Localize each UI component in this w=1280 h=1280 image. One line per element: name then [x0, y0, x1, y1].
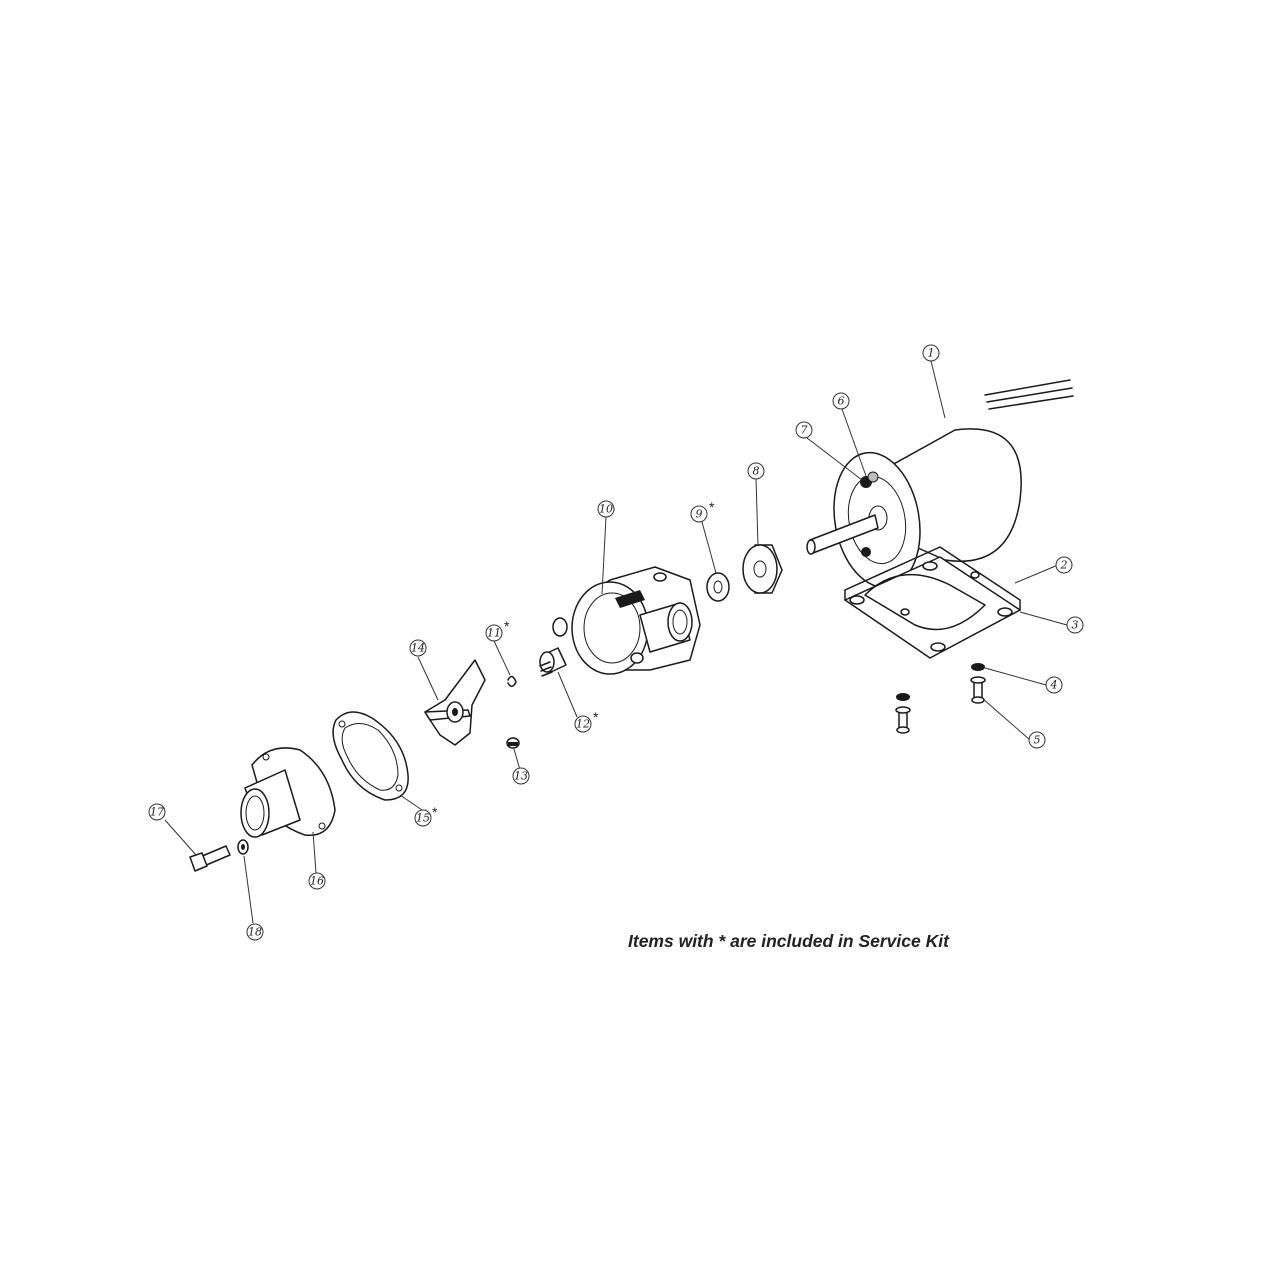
svg-text:5: 5 [1034, 734, 1041, 747]
part-washers-bolts [895, 663, 986, 734]
part-pump-cover [240, 747, 336, 838]
svg-text:*: * [593, 709, 599, 725]
svg-text:10: 10 [599, 503, 613, 516]
callout-4: 4 [1045, 676, 1063, 694]
svg-text:12: 12 [576, 718, 590, 731]
callout-15: 15* [414, 804, 438, 827]
svg-text:18: 18 [248, 926, 262, 939]
svg-text:16: 16 [310, 875, 324, 888]
svg-text:3: 3 [1072, 619, 1079, 632]
svg-text:14: 14 [411, 642, 425, 655]
callout-7: 7 [795, 421, 813, 439]
svg-text:13: 13 [514, 770, 528, 783]
callout-14: 14 [409, 639, 427, 657]
svg-text:6: 6 [838, 395, 845, 408]
callout-16: 16 [308, 872, 326, 890]
svg-text:4: 4 [1050, 679, 1058, 692]
callout-17: 17 [148, 803, 166, 821]
part-spacer [742, 544, 783, 594]
part-impeller [424, 659, 486, 746]
svg-text:9: 9 [696, 508, 703, 521]
svg-text:*: * [504, 618, 510, 634]
svg-text:2: 2 [1060, 559, 1068, 572]
part-clip [507, 675, 517, 687]
part-gasket [332, 711, 409, 801]
svg-text:15: 15 [416, 812, 430, 825]
callout-1: 1 [922, 344, 940, 362]
callout-5: 5 [1028, 731, 1046, 749]
callout-18: 18 [246, 923, 264, 941]
callout-2: 2 [1055, 556, 1073, 574]
part-plug [506, 737, 520, 749]
svg-text:17: 17 [150, 806, 164, 819]
leader-lines [164, 360, 1068, 924]
svg-text:11: 11 [487, 627, 501, 640]
svg-text:1: 1 [928, 347, 935, 360]
part-pump-housing [552, 566, 701, 675]
callout-8: 8 [747, 462, 765, 480]
part-motor [806, 379, 1074, 589]
part-bolt-washer [189, 839, 249, 872]
svg-text:*: * [709, 499, 715, 515]
part-mounting-bracket [844, 546, 1021, 659]
callout-9: 9* [690, 499, 715, 523]
part-cam-screw [539, 647, 567, 677]
svg-text:7: 7 [801, 424, 808, 437]
svg-text:8: 8 [753, 465, 760, 478]
callout-11: 11* [485, 618, 510, 642]
callouts: 1 2 3 4 5 6 7 8 9* 10 11* 12* 13 14 15* … [148, 344, 1084, 941]
service-kit-footnote: Items with * are included in Service Kit [628, 931, 949, 951]
part-seal [706, 572, 730, 602]
callout-12: 12* [574, 709, 599, 733]
callout-13: 13 [512, 767, 530, 785]
callout-6: 6 [832, 392, 850, 410]
callout-3: 3 [1066, 616, 1084, 634]
callout-10: 10 [597, 500, 615, 518]
svg-text:*: * [432, 804, 438, 820]
